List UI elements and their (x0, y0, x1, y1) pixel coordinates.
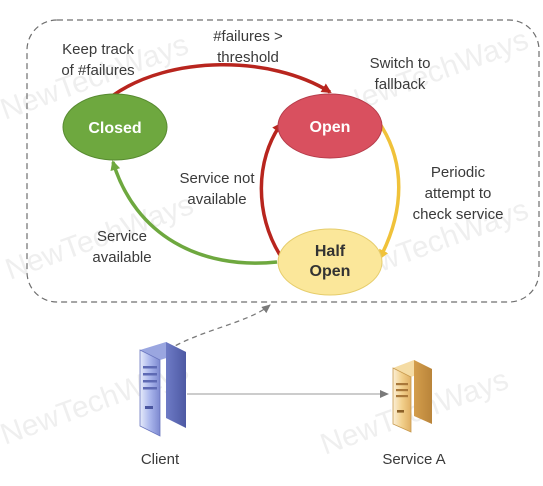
client-server-slot (143, 366, 157, 369)
note-open-line2: fallback (375, 76, 426, 93)
state-open-shape (277, 93, 383, 159)
label-half-open-to-open-line1: Service not (179, 170, 255, 187)
state-half-open-shape (277, 228, 383, 296)
state-half-open: Half Open (277, 228, 383, 296)
service-a-server-button (397, 410, 404, 413)
client-server-front (139, 349, 161, 437)
client-server-slot (143, 387, 157, 390)
service-a-server-slot (396, 383, 408, 386)
service-a-server-icon (392, 360, 432, 433)
label-closed-to-open-line1: #failures > (213, 28, 283, 45)
label-closed-to-open-line2: threshold (217, 49, 279, 66)
client-to-circuit-breaker-connector (167, 304, 271, 351)
label-half-open-to-open-line2: available (187, 191, 246, 208)
watermark-text: NewTechWays (0, 353, 193, 451)
state-open-label: Open (310, 119, 351, 136)
note-open-line1: Switch to (370, 55, 431, 72)
client-server-slot (143, 373, 157, 376)
service-a-server-slot (396, 389, 408, 392)
arrow-open-to-half-open (378, 123, 401, 260)
client-server-button (145, 406, 153, 409)
note-closed-line1: Keep track (62, 41, 134, 58)
client-server-icon (139, 342, 186, 437)
label-open-to-half-open-line3: check service (413, 206, 504, 223)
state-half-open-label-line1: Half (315, 243, 346, 260)
client-label: Client (141, 451, 180, 468)
service-a-label: Service A (382, 451, 445, 468)
client-server-side (166, 342, 186, 428)
label-half-open-to-closed-line1: Service (97, 228, 147, 245)
service-a-server-front (392, 367, 412, 433)
label-open-to-half-open-line1: Periodic (431, 164, 486, 181)
arrow-half-open-to-open (259, 122, 283, 256)
label-half-open-to-closed-line2: available (92, 249, 151, 266)
arrow-closed-to-open (110, 63, 332, 98)
label-open-to-half-open-line2: attempt to (425, 185, 492, 202)
state-closed-shape (62, 93, 168, 161)
state-half-open-label-line2: Open (310, 263, 351, 280)
service-a-server-side (414, 360, 432, 424)
state-closed-label: Closed (88, 120, 141, 137)
state-machine-boundary (26, 19, 540, 303)
client-server-slot (143, 380, 157, 383)
note-closed-line2: of #failures (61, 62, 134, 79)
state-closed: Closed (62, 93, 168, 161)
watermarks: NewTechWays NewTechWays NewTechWays NewT… (0, 23, 533, 461)
service-a-server-slot (396, 395, 408, 398)
arrow-half-open-to-closed (110, 160, 278, 265)
state-open: Open (277, 93, 383, 159)
